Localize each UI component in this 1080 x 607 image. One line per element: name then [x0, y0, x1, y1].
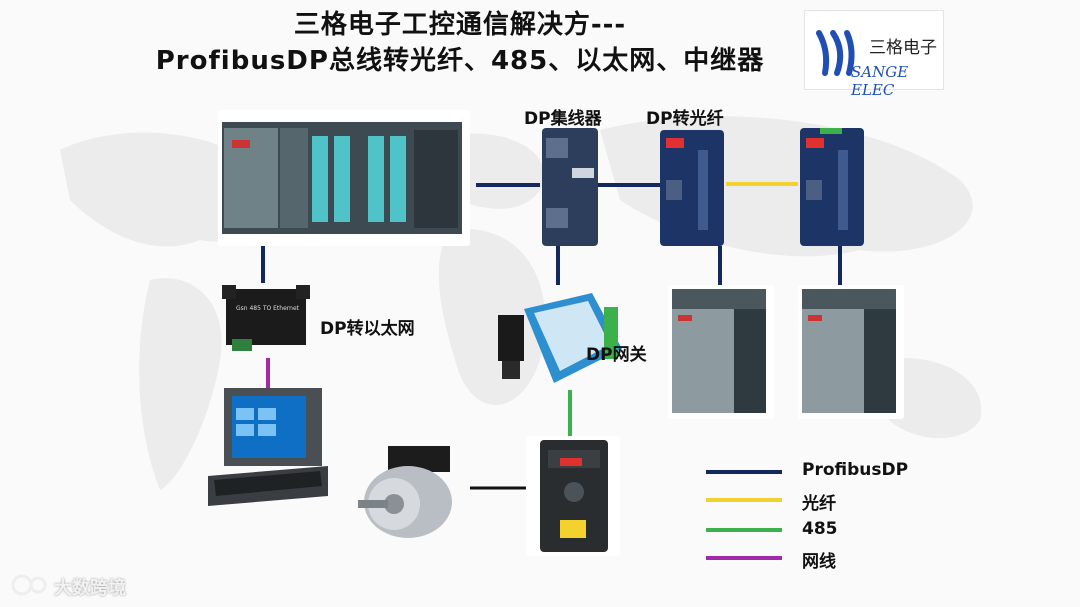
label-dp-gateway: DP网关 [586, 345, 647, 365]
logo-mark-icon [816, 30, 855, 76]
legend-label-485: 485 [802, 519, 838, 539]
legend: ProfibusDP 光纤 485 网线 [706, 458, 926, 578]
electric-motor-image [348, 438, 472, 542]
title-line-1: 三格电子工控通信解决方--- [293, 10, 627, 40]
s7-cpu-module-1 [668, 285, 774, 419]
dp-fiber-converter-2 [798, 126, 866, 246]
watermark: 大数跨境 [10, 572, 126, 602]
legend-swatches [706, 470, 782, 560]
dp-fiber-converter-1 [658, 130, 726, 246]
dp-gateway-device [496, 287, 624, 391]
dp-to-ethernet-module: Gsn 485 TO Ethernet [222, 283, 310, 359]
s7-cpu-module-2 [798, 285, 904, 419]
vfd-inverter-image [526, 436, 620, 556]
label-dp-fiber: DP转光纤 [646, 109, 724, 129]
logo-en-text: SANGE ELEC [851, 63, 909, 99]
legend-label-profibus: ProfibusDP [802, 460, 909, 480]
industrial-laptop-image [206, 386, 330, 510]
eth-module-text: Gsn 485 TO Ethernet [236, 305, 299, 312]
plc-rack-image [218, 110, 470, 246]
company-logo: 三格电子 SANGE ELEC [804, 10, 944, 99]
label-dp-ethernet: DP转以太网 [320, 319, 415, 339]
legend-label-fiber: 光纤 [802, 494, 836, 514]
title-line-2: ProfibusDP总线转光纤、485、以太网、中继器 [155, 46, 765, 76]
label-dp-hub: DP集线器 [524, 109, 602, 129]
dp-hub-device [540, 128, 600, 246]
watermark-logo-icon [11, 574, 47, 596]
logo-cn-text: 三格电子 [869, 38, 937, 58]
legend-label-cable: 网线 [802, 552, 836, 572]
watermark-text: 大数跨境 [54, 578, 126, 599]
